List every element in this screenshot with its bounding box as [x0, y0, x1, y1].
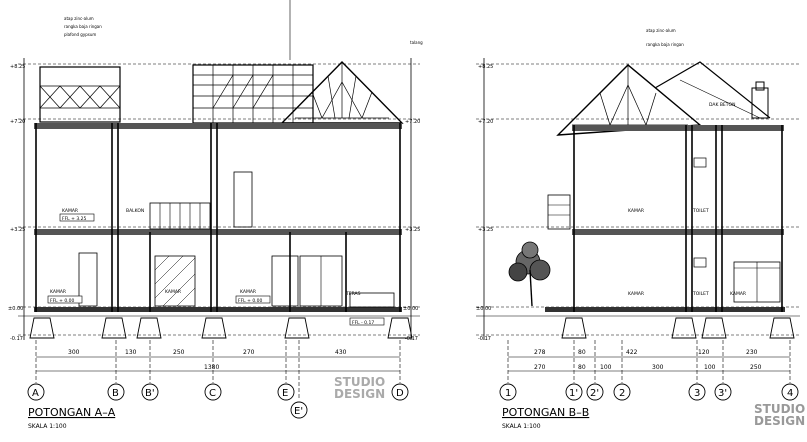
grid-axes-a — [35, 340, 401, 400]
level-b-4: ±0.00 — [476, 306, 491, 312]
ffl-a-4: FFL - 0.17 — [352, 320, 374, 326]
watermark-right-line2: DESIGN — [754, 414, 805, 428]
note-plafond-a: plafond gypsum — [64, 32, 96, 37]
grid-a: A — [32, 388, 39, 399]
grid-1-prime: 1' — [569, 388, 578, 399]
watermark-right-line1: STUDIO — [754, 402, 805, 416]
dim-b-bot-6: 250 — [750, 364, 762, 371]
dim-b-bot-5: 100 — [704, 364, 716, 371]
grid-4: 4 — [787, 388, 793, 399]
grid-2-prime: 2' — [590, 388, 599, 399]
section-title-b: POTONGAN B–B — [502, 406, 589, 419]
grid-c: C — [209, 388, 216, 399]
walls-a — [35, 123, 401, 312]
level-a-r2: +3.25 — [405, 227, 420, 233]
truss-mid — [193, 65, 313, 123]
room-a-3: KAMAR — [50, 289, 66, 295]
dim-a-total: 1380 — [204, 364, 219, 371]
footings-a — [29, 317, 413, 339]
room-b-1: KAMAR — [628, 208, 644, 214]
level-b-3: +3.25 — [478, 227, 493, 233]
level-a-1: +8.25 — [10, 64, 25, 70]
room-a-2: BALKON — [126, 208, 144, 214]
note-atap-b: atap zinc-alum — [646, 28, 676, 33]
grid-3-prime: 3' — [718, 388, 727, 399]
grid-e-prime: E' — [294, 406, 303, 417]
section-a-a — [18, 0, 420, 400]
watermark-right: STUDIO DESIGN — [754, 402, 805, 428]
dim-a-4: 270 — [243, 349, 255, 356]
dim-a-5: 430 — [335, 349, 347, 356]
section-b-b — [476, 58, 800, 383]
level-b-5: -0.17 — [478, 336, 491, 342]
dim-b-bot-1: 270 — [534, 364, 546, 371]
level-a-4: ±0.00 — [8, 306, 23, 312]
room-a-5: KAMAR — [240, 289, 256, 295]
ffl-a-1: FFL + 3.25 — [62, 216, 86, 222]
level-a-r1: +7.20 — [405, 119, 420, 125]
section-scale-b: SKALA 1:100 — [502, 423, 541, 430]
dim-b-top-3: 422 — [626, 349, 638, 356]
dim-b-top-2: 80 — [578, 349, 586, 356]
gable-truss — [295, 62, 389, 119]
grid-2: 2 — [619, 388, 625, 399]
labels-a: atap zinc-alum rangka baja ringan plafon… — [8, 16, 423, 430]
grid-e: E — [282, 388, 288, 399]
level-a-r4: -0.17 — [405, 336, 418, 342]
grid-d: D — [396, 388, 404, 399]
dim-b-bot-2: 80 — [578, 364, 586, 371]
room-a-6: TERAS — [345, 291, 361, 297]
note-atap-a: atap zinc-alum — [64, 16, 94, 21]
section-title-a: POTONGAN A–A — [28, 406, 116, 419]
dim-b-top-5: 230 — [746, 349, 758, 356]
room-b-2: KAMAR — [628, 291, 644, 297]
watermark-line2: DESIGN — [334, 387, 385, 401]
section-scale-a: SKALA 1:100 — [28, 423, 67, 430]
glass-hatch — [154, 255, 196, 307]
dim-b-top-4: 120 — [698, 349, 710, 356]
watermark-center: STUDIO DESIGN — [334, 375, 385, 401]
grid-3: 3 — [694, 388, 700, 399]
ffl-a-2: FFL + 0.00 — [50, 298, 74, 304]
ffl-a-3: FFL + 0.00 — [238, 298, 262, 304]
note-rangka-a: rangka baja ringan — [64, 24, 102, 29]
level-a-3: +3.25 — [10, 227, 25, 233]
level-a-5: -0.17 — [10, 336, 23, 342]
grid-b: B — [112, 388, 119, 399]
note-talang-a: talang — [410, 40, 423, 45]
dim-a-1: 300 — [68, 349, 80, 356]
room-b-4: TOILET — [692, 291, 709, 297]
dim-b-bot-4: 300 — [652, 364, 664, 371]
truss-left — [39, 85, 121, 109]
labels-b: atap zinc-alum rangka baja ringan +8.25 … — [476, 28, 799, 430]
room-b-5: KAMAR — [730, 291, 746, 297]
level-a-r3: ±0.00 — [403, 306, 418, 312]
level-a-2: +7.20 — [10, 119, 25, 125]
level-b-2: +7.20 — [478, 119, 493, 125]
dim-a-2: 130 — [125, 349, 137, 356]
dim-b-top-1: 278 — [534, 349, 546, 356]
grid-b-prime: B' — [145, 388, 155, 399]
grid-1: 1 — [505, 388, 511, 399]
dim-b-bot-3: 100 — [600, 364, 612, 371]
tree — [508, 241, 551, 307]
note-rangka-b: rangka baja ringan — [646, 42, 684, 47]
room-a-4: KAMAR — [165, 289, 181, 295]
dim-a-3: 250 — [173, 349, 185, 356]
room-a-1: KAMAR — [62, 208, 78, 214]
level-b-1: +8.25 — [478, 64, 493, 70]
room-b-6: DAK BETON — [709, 102, 735, 108]
watermark-line1: STUDIO — [334, 375, 385, 389]
room-b-3: TOILET — [692, 208, 709, 214]
